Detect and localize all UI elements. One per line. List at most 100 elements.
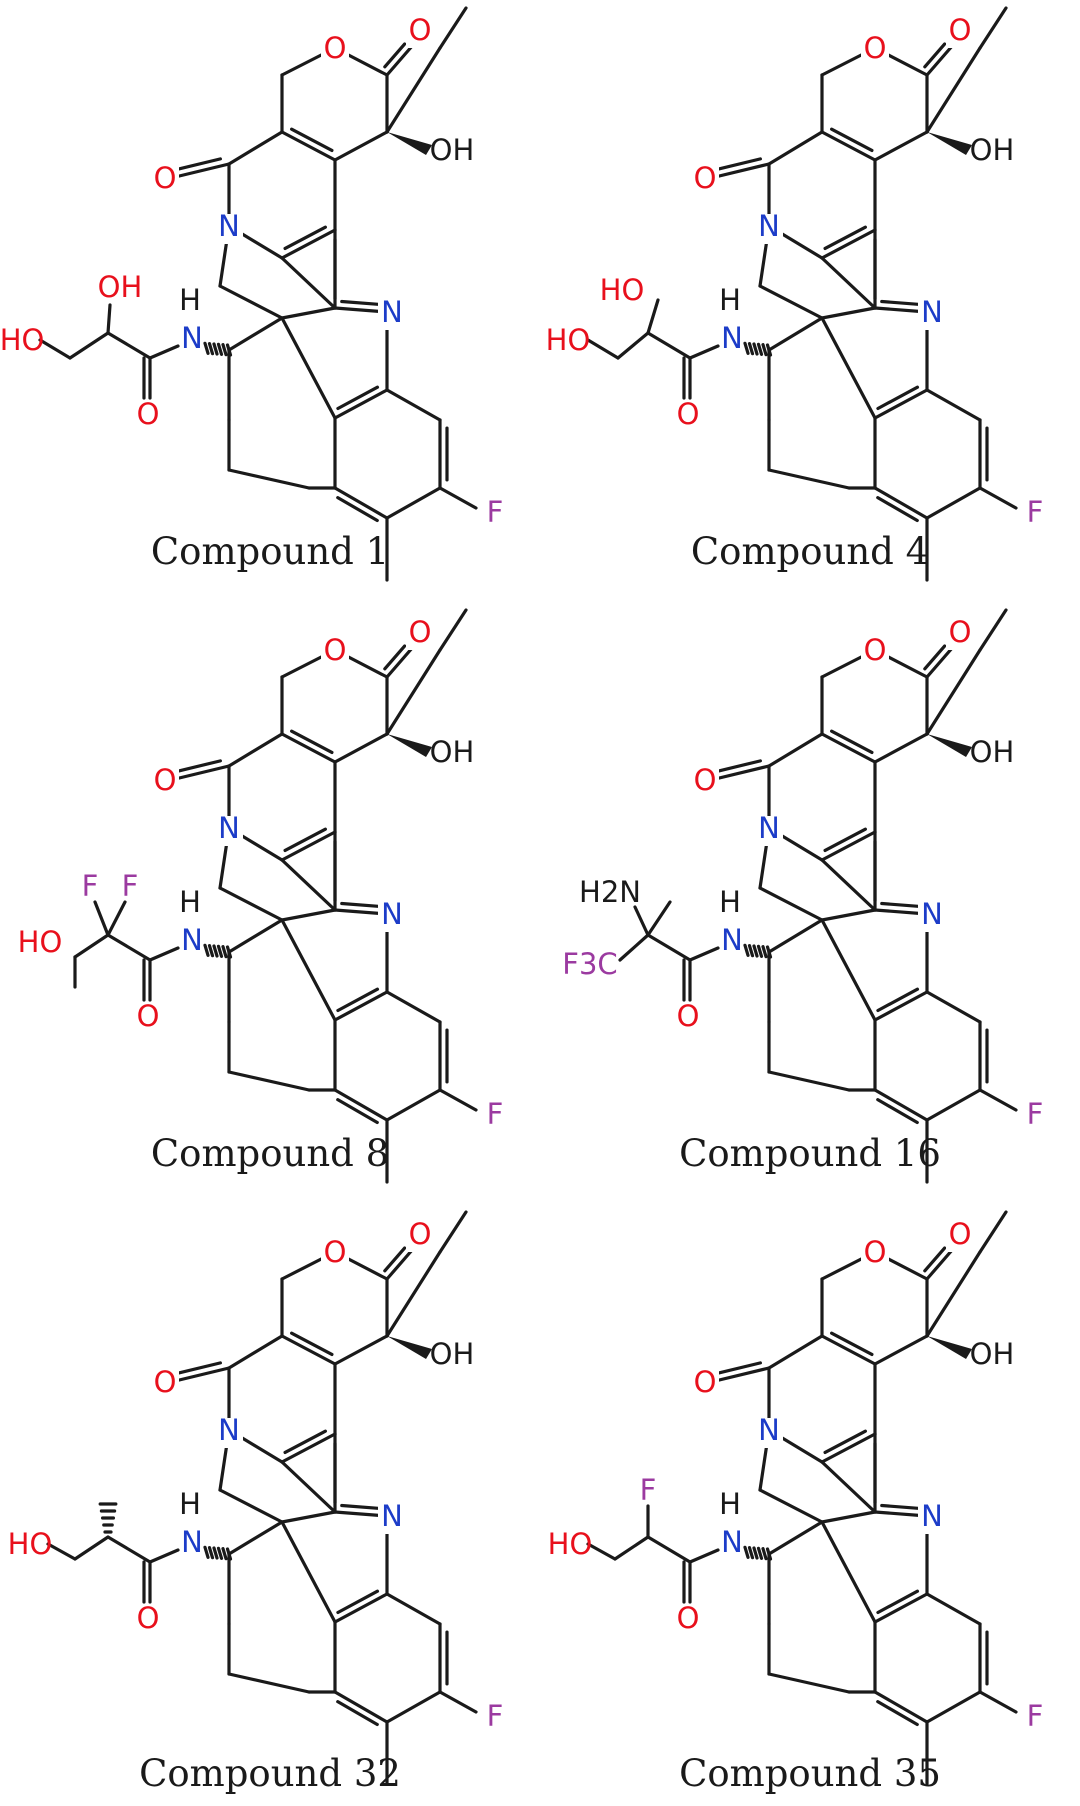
bond: [876, 1700, 919, 1727]
bond: [586, 1542, 617, 1561]
bond: [174, 1361, 222, 1376]
bond: [283, 1429, 327, 1455]
bond: [333, 1088, 389, 1122]
amide-oxygen-label: O: [137, 1601, 160, 1635]
bond: [106, 1535, 152, 1564]
bond: [820, 1460, 877, 1514]
bond: [923, 1246, 947, 1273]
hydroxyl-label: HO: [548, 1527, 593, 1561]
bond: [227, 468, 311, 490]
bond: [174, 759, 222, 774]
hashed-bond: [765, 343, 773, 357]
bond: [333, 1592, 389, 1624]
pyrrole-nitrogen-label: N: [218, 209, 240, 243]
amide-hydrogen-label: H: [179, 1487, 201, 1521]
carbonyl-oxygen-label: O: [409, 13, 432, 47]
bond: [823, 225, 867, 251]
bond: [925, 990, 982, 1024]
bond: [93, 900, 110, 937]
pyridone-oxygen-label: O: [694, 763, 717, 797]
hashed-bond: [761, 945, 768, 959]
bond: [767, 1334, 824, 1370]
bond: [438, 486, 478, 510]
bond: [383, 644, 407, 671]
bond: [830, 127, 874, 153]
fluorine-label: F: [1027, 495, 1044, 529]
hydroxyl-label: OH: [430, 735, 475, 769]
ring-oxygen-label: O: [324, 633, 347, 667]
amide-oxygen-label: O: [677, 999, 700, 1033]
bond: [767, 1520, 824, 1556]
bond: [714, 759, 762, 774]
hashed-bond: [743, 1545, 750, 1559]
bond: [876, 987, 920, 1013]
bond: [823, 827, 867, 853]
hashed-bond: [743, 943, 750, 957]
bond: [73, 1535, 110, 1561]
bond: [438, 1088, 478, 1112]
pyrrole-nitrogen-label: N: [758, 1413, 780, 1447]
bond: [333, 990, 389, 1022]
bond: [646, 331, 692, 360]
hashed-bond: [216, 1546, 224, 1560]
bond: [385, 990, 442, 1024]
bond: [333, 486, 389, 520]
bond: [616, 331, 650, 360]
bond: [383, 42, 407, 69]
bond: [830, 1331, 874, 1357]
wedge-bond: [387, 1336, 432, 1359]
bond: [280, 1520, 337, 1624]
bond: [688, 946, 720, 962]
hashed-bond: [221, 945, 228, 959]
bond: [385, 1250, 442, 1338]
bond: [873, 1690, 929, 1724]
bond: [873, 130, 929, 162]
ring-oxygen-label: O: [864, 633, 887, 667]
bond: [280, 1334, 337, 1366]
bond: [925, 1088, 982, 1122]
bond: [923, 42, 947, 69]
hashed-bond: [747, 342, 755, 356]
bond: [758, 886, 824, 922]
carbonyl-oxygen-label: O: [949, 1217, 972, 1251]
bond: [646, 1535, 692, 1564]
bond: [758, 1488, 824, 1524]
pyrrole-nitrogen-label: N: [218, 811, 240, 845]
bond: [280, 1460, 337, 1514]
bond: [978, 1210, 1008, 1254]
terminal-hydroxyl-label: HO: [546, 323, 591, 357]
wedge-bond: [387, 132, 432, 155]
bond: [820, 1510, 877, 1524]
bond: [340, 1503, 383, 1511]
bond: [280, 130, 337, 162]
compound-caption: Compound 4: [690, 530, 930, 573]
bond: [880, 1503, 923, 1511]
carbonyl-oxygen-label: O: [949, 13, 972, 47]
bond: [767, 1672, 851, 1694]
bond: [385, 648, 442, 736]
bond: [438, 6, 468, 50]
bond: [873, 1334, 929, 1366]
pyrrole-nitrogen-label: N: [758, 209, 780, 243]
bond: [767, 1070, 851, 1092]
quinoline-nitrogen-label: N: [381, 1499, 403, 1533]
bond: [280, 228, 337, 260]
pyrrole-nitrogen-label: N: [758, 811, 780, 845]
bond: [438, 1690, 478, 1714]
pyridone-oxygen-label: O: [154, 1365, 177, 1399]
bond: [227, 1070, 311, 1092]
fluorine-a-label: F: [82, 869, 99, 903]
pyridone-oxygen-label: O: [154, 763, 177, 797]
bond: [767, 468, 851, 490]
carbonyl-oxygen-label: O: [409, 1217, 432, 1251]
hashed-bond: [216, 342, 224, 356]
bond: [333, 130, 389, 162]
bond: [646, 933, 692, 962]
